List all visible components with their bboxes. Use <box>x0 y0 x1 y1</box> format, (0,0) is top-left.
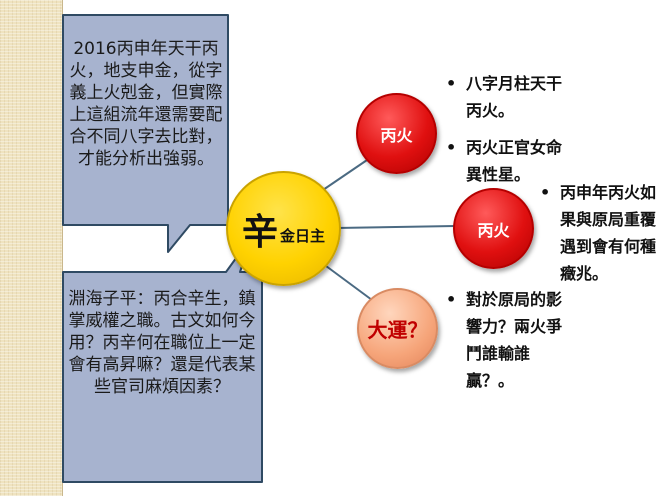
node-bing-huo-2: 丙火 <box>453 188 534 269</box>
node-bing-huo-1: 丙火 <box>356 93 437 174</box>
bullet-3: • 丙申年丙火如果與原局重覆遇到會有何種癥兆。 <box>540 179 664 287</box>
bullet-4-text: 對於原局的影響力？兩火爭鬥誰輸誰贏？。 <box>466 290 563 390</box>
center-node-char: 辛 <box>241 211 278 253</box>
bottom-callout-text: 淵海子平：丙合辛生，鎮掌威權之職。古文如何今用？丙辛何在職位上一定會有高昇嘛？還… <box>68 289 256 397</box>
connector-to-node-2 <box>335 225 456 229</box>
bullet-2-text: 丙火正官女命異性星。 <box>466 138 563 184</box>
bullet-dot: • <box>446 290 457 309</box>
top-callout-shape <box>62 14 229 253</box>
connector-to-node-3 <box>321 262 373 301</box>
bullet-dot: • <box>540 183 551 202</box>
decorative-side-strip <box>0 0 62 496</box>
bullet-dot: • <box>446 74 457 93</box>
bullet-2: • 丙火正官女命異性星。 <box>446 134 566 188</box>
top-callout-text: 2016丙申年天干丙火，地支申金，從字義上火剋金，但實際上這組流年還需要配合不同… <box>69 39 223 169</box>
bullet-1: • 八字月柱天干丙火。 <box>446 70 566 124</box>
center-node: 辛 金日主 <box>226 171 341 286</box>
node-da-yun: 大運？ <box>357 288 438 369</box>
bullet-4: • 對於原局的影響力？兩火爭鬥誰輸誰贏？。 <box>446 286 566 394</box>
connector-to-node-1 <box>319 157 371 193</box>
bullet-1-text: 八字月柱天干丙火。 <box>466 74 563 120</box>
center-node-label: 金日主 <box>280 227 326 245</box>
bullet-dot: • <box>446 138 457 157</box>
bullet-3-text: 丙申年丙火如果與原局重覆遇到會有何種癥兆。 <box>560 183 657 283</box>
side-strip-border <box>62 0 63 496</box>
